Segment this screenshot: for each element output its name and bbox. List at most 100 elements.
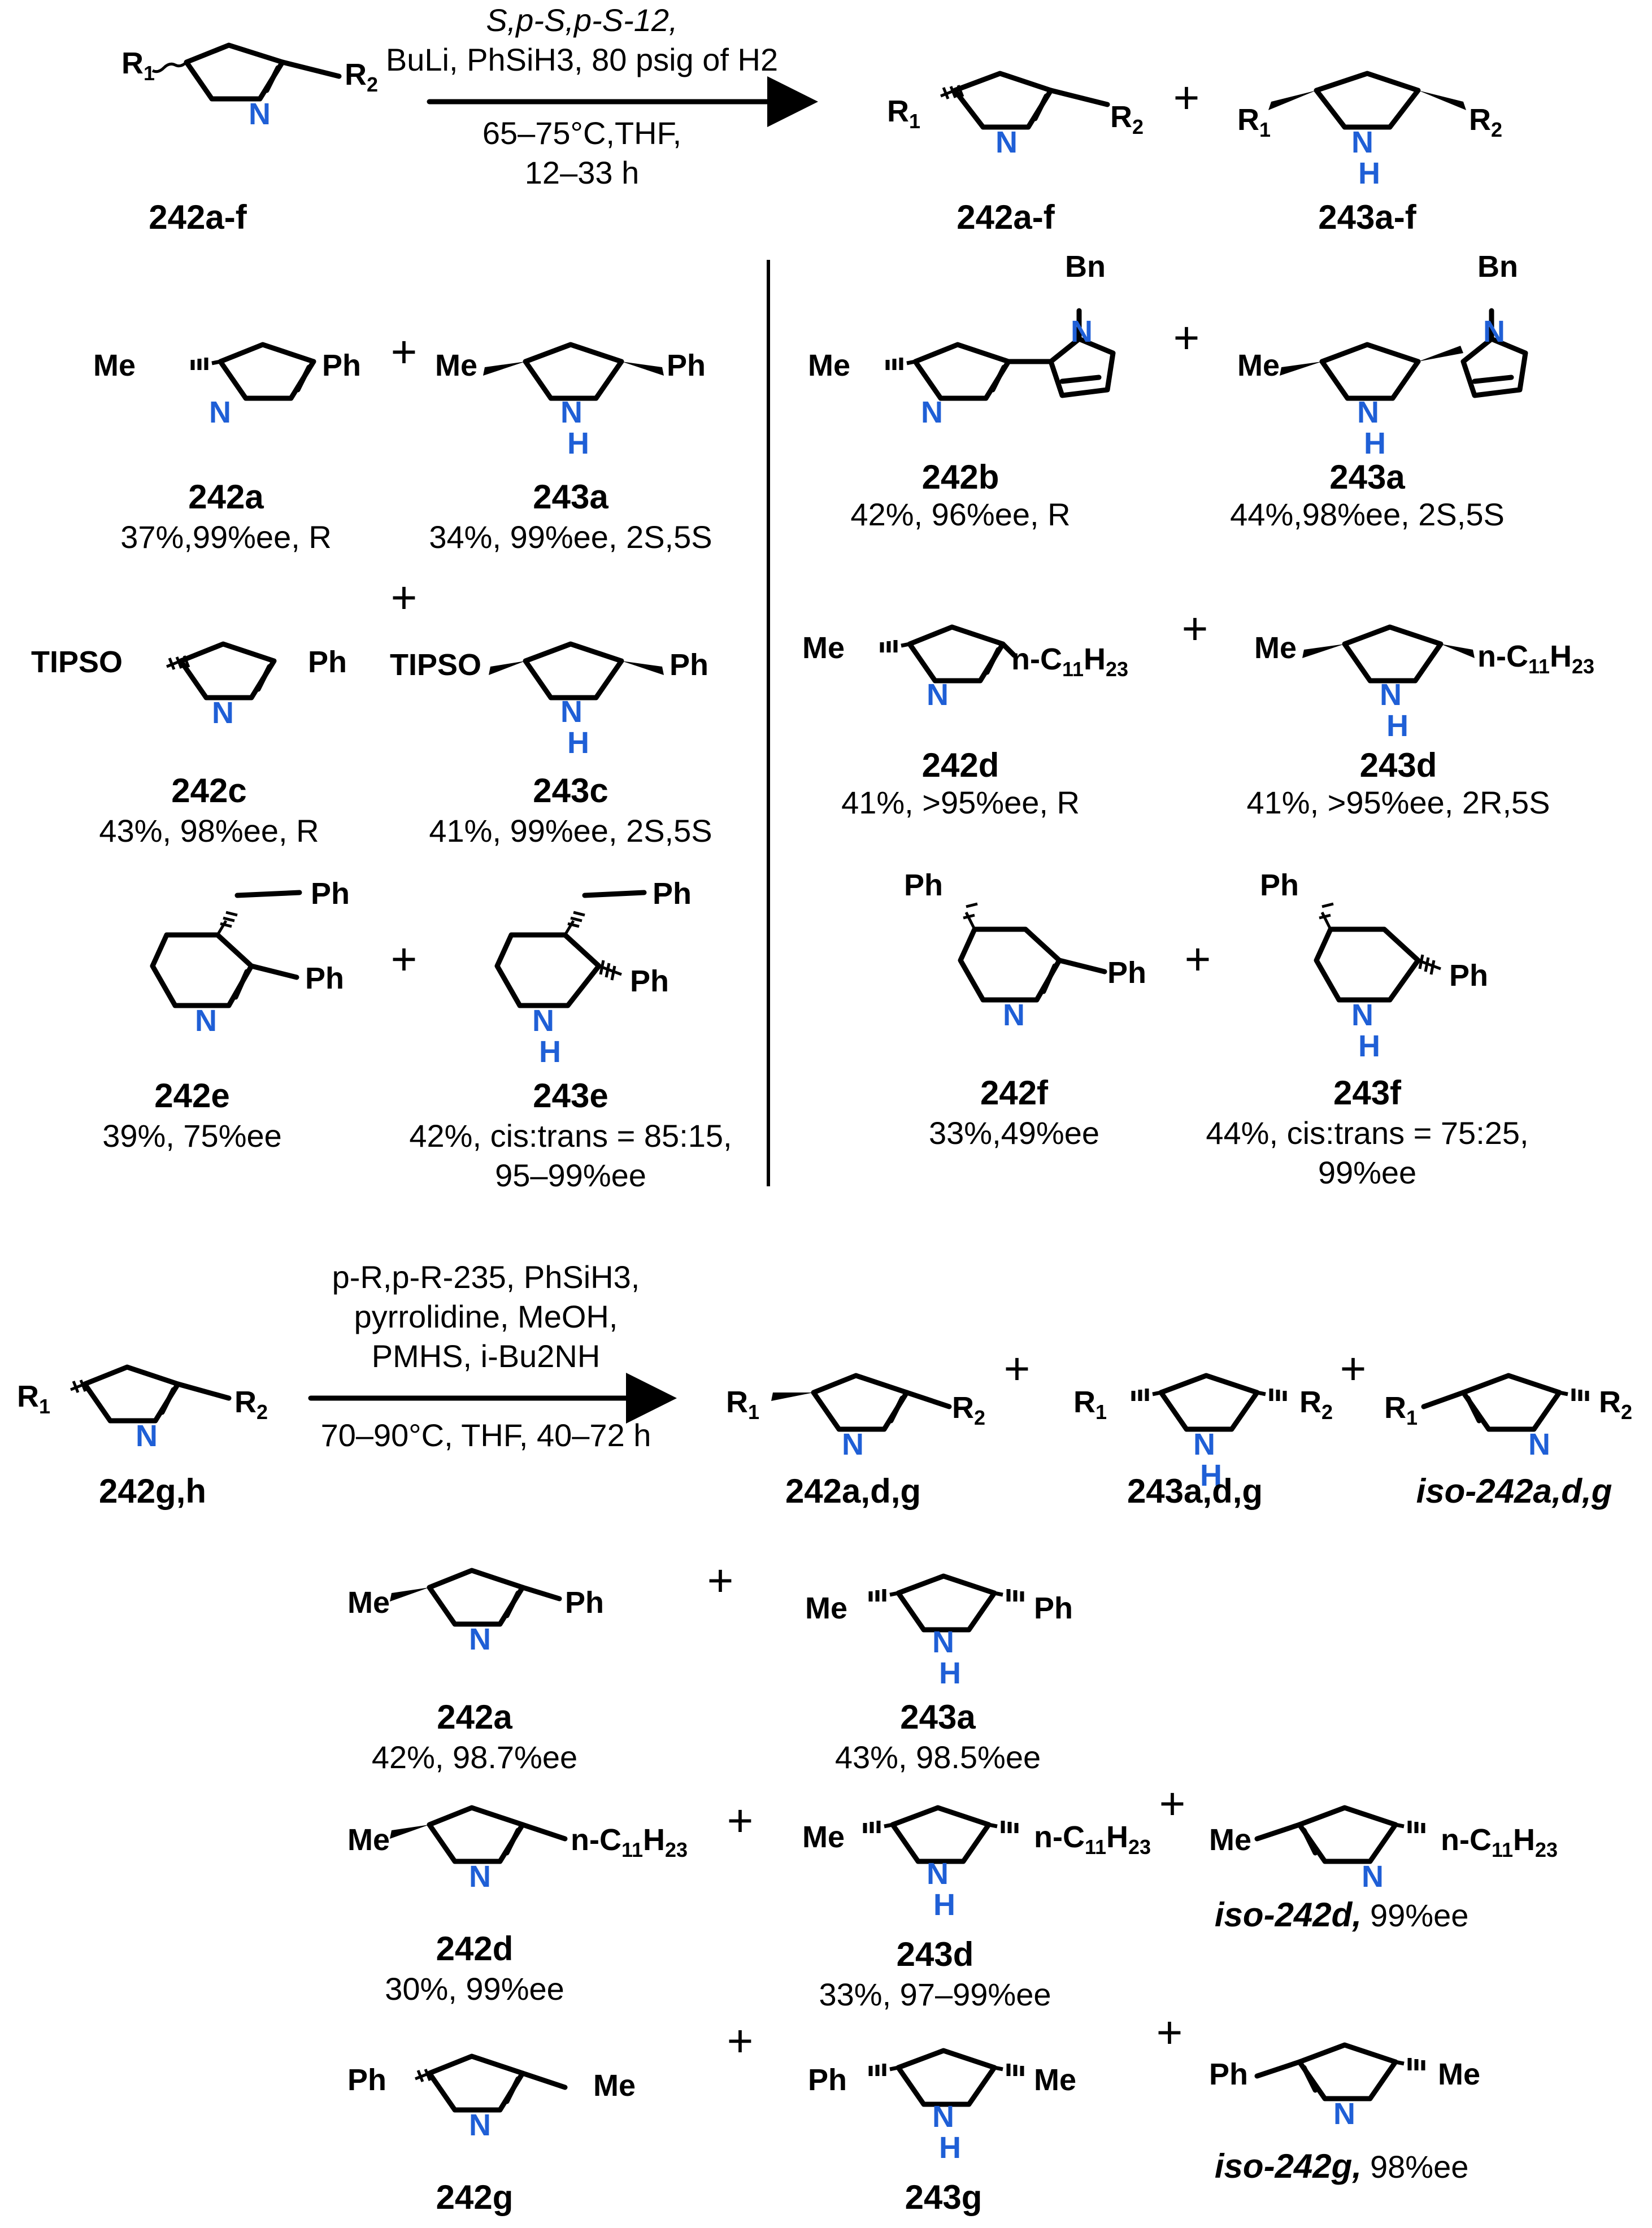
- r2-label: R2: [1469, 103, 1502, 141]
- svg-text:R1: R1: [1384, 1391, 1418, 1429]
- svg-text:Me: Me: [1254, 631, 1297, 665]
- svg-text:N: N: [1483, 315, 1505, 349]
- svg-text:R2: R2: [1299, 1385, 1333, 1424]
- svg-text:Me: Me: [808, 349, 850, 382]
- compound-242d: Me N n-C11H23: [802, 624, 1128, 712]
- svg-text:+: +: [1182, 603, 1208, 654]
- svg-text:+: +: [727, 1795, 754, 1846]
- svg-text:242d: 242d: [922, 746, 999, 784]
- scheme2-start-structure: R1 N R2: [17, 1364, 268, 1453]
- svg-text:R1: R1: [726, 1385, 759, 1424]
- scheme2-condition-2: pyrrolidine, MeOH,: [354, 1299, 618, 1334]
- scheme2-condition-3: PMHS, i-Bu2NH: [372, 1338, 601, 1374]
- svg-text:41%, >95%ee, R: 41%, >95%ee, R: [841, 785, 1080, 820]
- svg-text:95–99%ee: 95–99%ee: [495, 1157, 646, 1193]
- svg-text:41%, 99%ee, 2S,5S: 41%, 99%ee, 2S,5S: [429, 813, 712, 848]
- svg-text:iso-242g,: iso-242g,: [1215, 2147, 1362, 2185]
- svg-text:Ph: Ph: [808, 2063, 847, 2097]
- n-atom: N: [249, 97, 271, 131]
- compound-242d-2: Me N n-C11H23: [347, 1805, 688, 1894]
- svg-text:iso-242a,d,g: iso-242a,d,g: [1416, 1472, 1612, 1510]
- svg-text:n-C11H23: n-C11H23: [1477, 639, 1594, 678]
- scheme1-start-label: 242a-f: [149, 198, 247, 236]
- compound-242f: Ph N Ph: [904, 868, 1146, 1032]
- svg-text:242d: 242d: [436, 1930, 514, 1968]
- svg-text:42%, cis:trans = 85:15,: 42%, cis:trans = 85:15,: [409, 1118, 732, 1154]
- scheme2-product-iso: R1 N R2: [1384, 1373, 1632, 1461]
- svg-text:+: +: [391, 934, 418, 984]
- svg-text:Me: Me: [805, 1591, 847, 1625]
- svg-text:N: N: [1333, 2097, 1355, 2131]
- svg-text:Ph: Ph: [1209, 2057, 1248, 2091]
- svg-text:N: N: [212, 696, 234, 730]
- scheme1-condition-3: 65–75°C,THF,: [482, 115, 681, 151]
- svg-text:Ph: Ph: [322, 349, 361, 382]
- svg-text:243a: 243a: [900, 1698, 976, 1736]
- svg-text:iso-242d,: iso-242d,: [1215, 1896, 1362, 1934]
- svg-text:Ph: Ph: [308, 645, 347, 679]
- svg-text:44%, cis:trans = 75:25,: 44%, cis:trans = 75:25,: [1206, 1115, 1528, 1151]
- compound-242g: Ph N Me: [347, 2053, 636, 2142]
- svg-text:33%, 97–99%ee: 33%, 97–99%ee: [819, 1977, 1051, 2012]
- svg-text:+: +: [1004, 1343, 1031, 1394]
- svg-text:Ph: Ph: [667, 349, 706, 382]
- svg-text:N: N: [469, 2108, 491, 2142]
- compound-iso-242g: Ph N Me: [1209, 2042, 1480, 2131]
- scheme1-product1-label: 242a-f: [957, 198, 1055, 236]
- r1-label: R1: [887, 94, 920, 133]
- scheme2-condition-1: p-R,p-R-235, PhSiH3,: [332, 1259, 640, 1295]
- svg-text:NH: NH: [560, 395, 589, 460]
- svg-text:Bn: Bn: [1065, 250, 1106, 284]
- svg-text:N: N: [469, 1860, 491, 1894]
- plus-sign: +: [1173, 72, 1200, 123]
- svg-text:Me: Me: [593, 2069, 636, 2103]
- r1-label: R1: [1237, 103, 1271, 141]
- svg-text:n-C11H23: n-C11H23: [1441, 1823, 1558, 1861]
- svg-text:242f: 242f: [980, 1074, 1049, 1112]
- scheme2-condition-4: 70–90°C, THF, 40–72 h: [321, 1417, 651, 1453]
- svg-text:Ph: Ph: [305, 961, 344, 995]
- svg-text:Ph: Ph: [347, 2063, 386, 2097]
- svg-text:n-C11H23: n-C11H23: [1034, 1820, 1151, 1859]
- svg-text:R2: R2: [952, 1391, 985, 1429]
- svg-text:NH: NH: [927, 1857, 955, 1922]
- svg-text:243a: 243a: [1329, 458, 1405, 496]
- svg-text:N: N: [1528, 1428, 1550, 1461]
- svg-text:98%ee: 98%ee: [1370, 2149, 1468, 2185]
- svg-text:243e: 243e: [533, 1077, 608, 1115]
- svg-text:44%,98%ee, 2S,5S: 44%,98%ee, 2S,5S: [1230, 497, 1505, 532]
- svg-text:Ph: Ph: [1449, 959, 1488, 993]
- svg-text:Ph: Ph: [630, 964, 669, 998]
- svg-text:Bn: Bn: [1477, 250, 1518, 284]
- svg-text:Ph: Ph: [1034, 1591, 1073, 1625]
- svg-text:R2: R2: [1599, 1385, 1632, 1424]
- svg-text:+: +: [391, 327, 418, 377]
- svg-text:42%, 96%ee, R: 42%, 96%ee, R: [850, 497, 1070, 532]
- svg-text:242a: 242a: [188, 478, 264, 516]
- svg-text:Me: Me: [1438, 2057, 1480, 2091]
- svg-text:N: N: [209, 395, 231, 429]
- svg-text:243c: 243c: [533, 772, 608, 810]
- svg-text:243g: 243g: [905, 2178, 982, 2216]
- svg-text:39%, 75%ee: 39%, 75%ee: [102, 1118, 282, 1154]
- svg-text:Me: Me: [802, 631, 845, 665]
- svg-text:NH: NH: [932, 1625, 961, 1690]
- svg-text:43%, 98%ee, R: 43%, 98%ee, R: [99, 813, 319, 848]
- svg-text:Ph: Ph: [670, 648, 708, 682]
- svg-text:42%, 98.7%ee: 42%, 98.7%ee: [372, 1739, 577, 1775]
- svg-text:Ph: Ph: [904, 868, 943, 902]
- svg-text:Me: Me: [1237, 349, 1280, 382]
- svg-text:+: +: [391, 572, 418, 623]
- svg-text:N: N: [842, 1428, 864, 1461]
- svg-text:34%, 99%ee, 2S,5S: 34%, 99%ee, 2S,5S: [429, 519, 712, 555]
- r2-label: R2: [1110, 100, 1144, 138]
- compound-242c: TIPSO N Ph: [31, 641, 347, 730]
